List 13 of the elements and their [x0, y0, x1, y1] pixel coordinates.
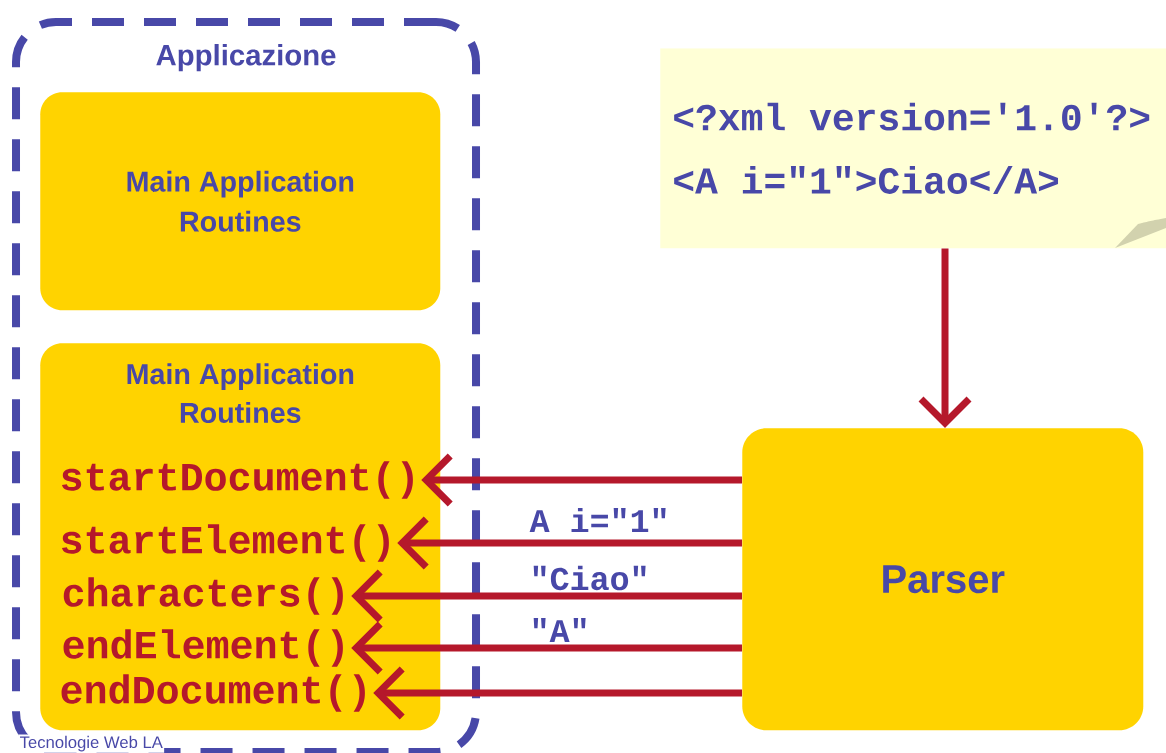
footer-text: Tecnologie Web LA: [18, 734, 165, 753]
edge-label: "Ciao": [528, 564, 651, 592]
arrow: [918, 248, 972, 428]
method-name: startElement(): [61, 524, 389, 562]
edge-label: "A": [528, 616, 591, 644]
method-name: endDocument(): [61, 674, 365, 712]
method-name: endElement(): [63, 629, 343, 667]
routine-box: Main Application Routines: [40, 92, 441, 311]
xml-note: <?xml version='1.0'?> <A i="1">Ciao</A>: [660, 48, 1166, 249]
method-name: characters(): [63, 577, 343, 615]
parser-box: Parser: [742, 428, 1144, 731]
edge-label: A i="1": [528, 506, 671, 534]
method-name: startDocument(): [61, 461, 413, 499]
